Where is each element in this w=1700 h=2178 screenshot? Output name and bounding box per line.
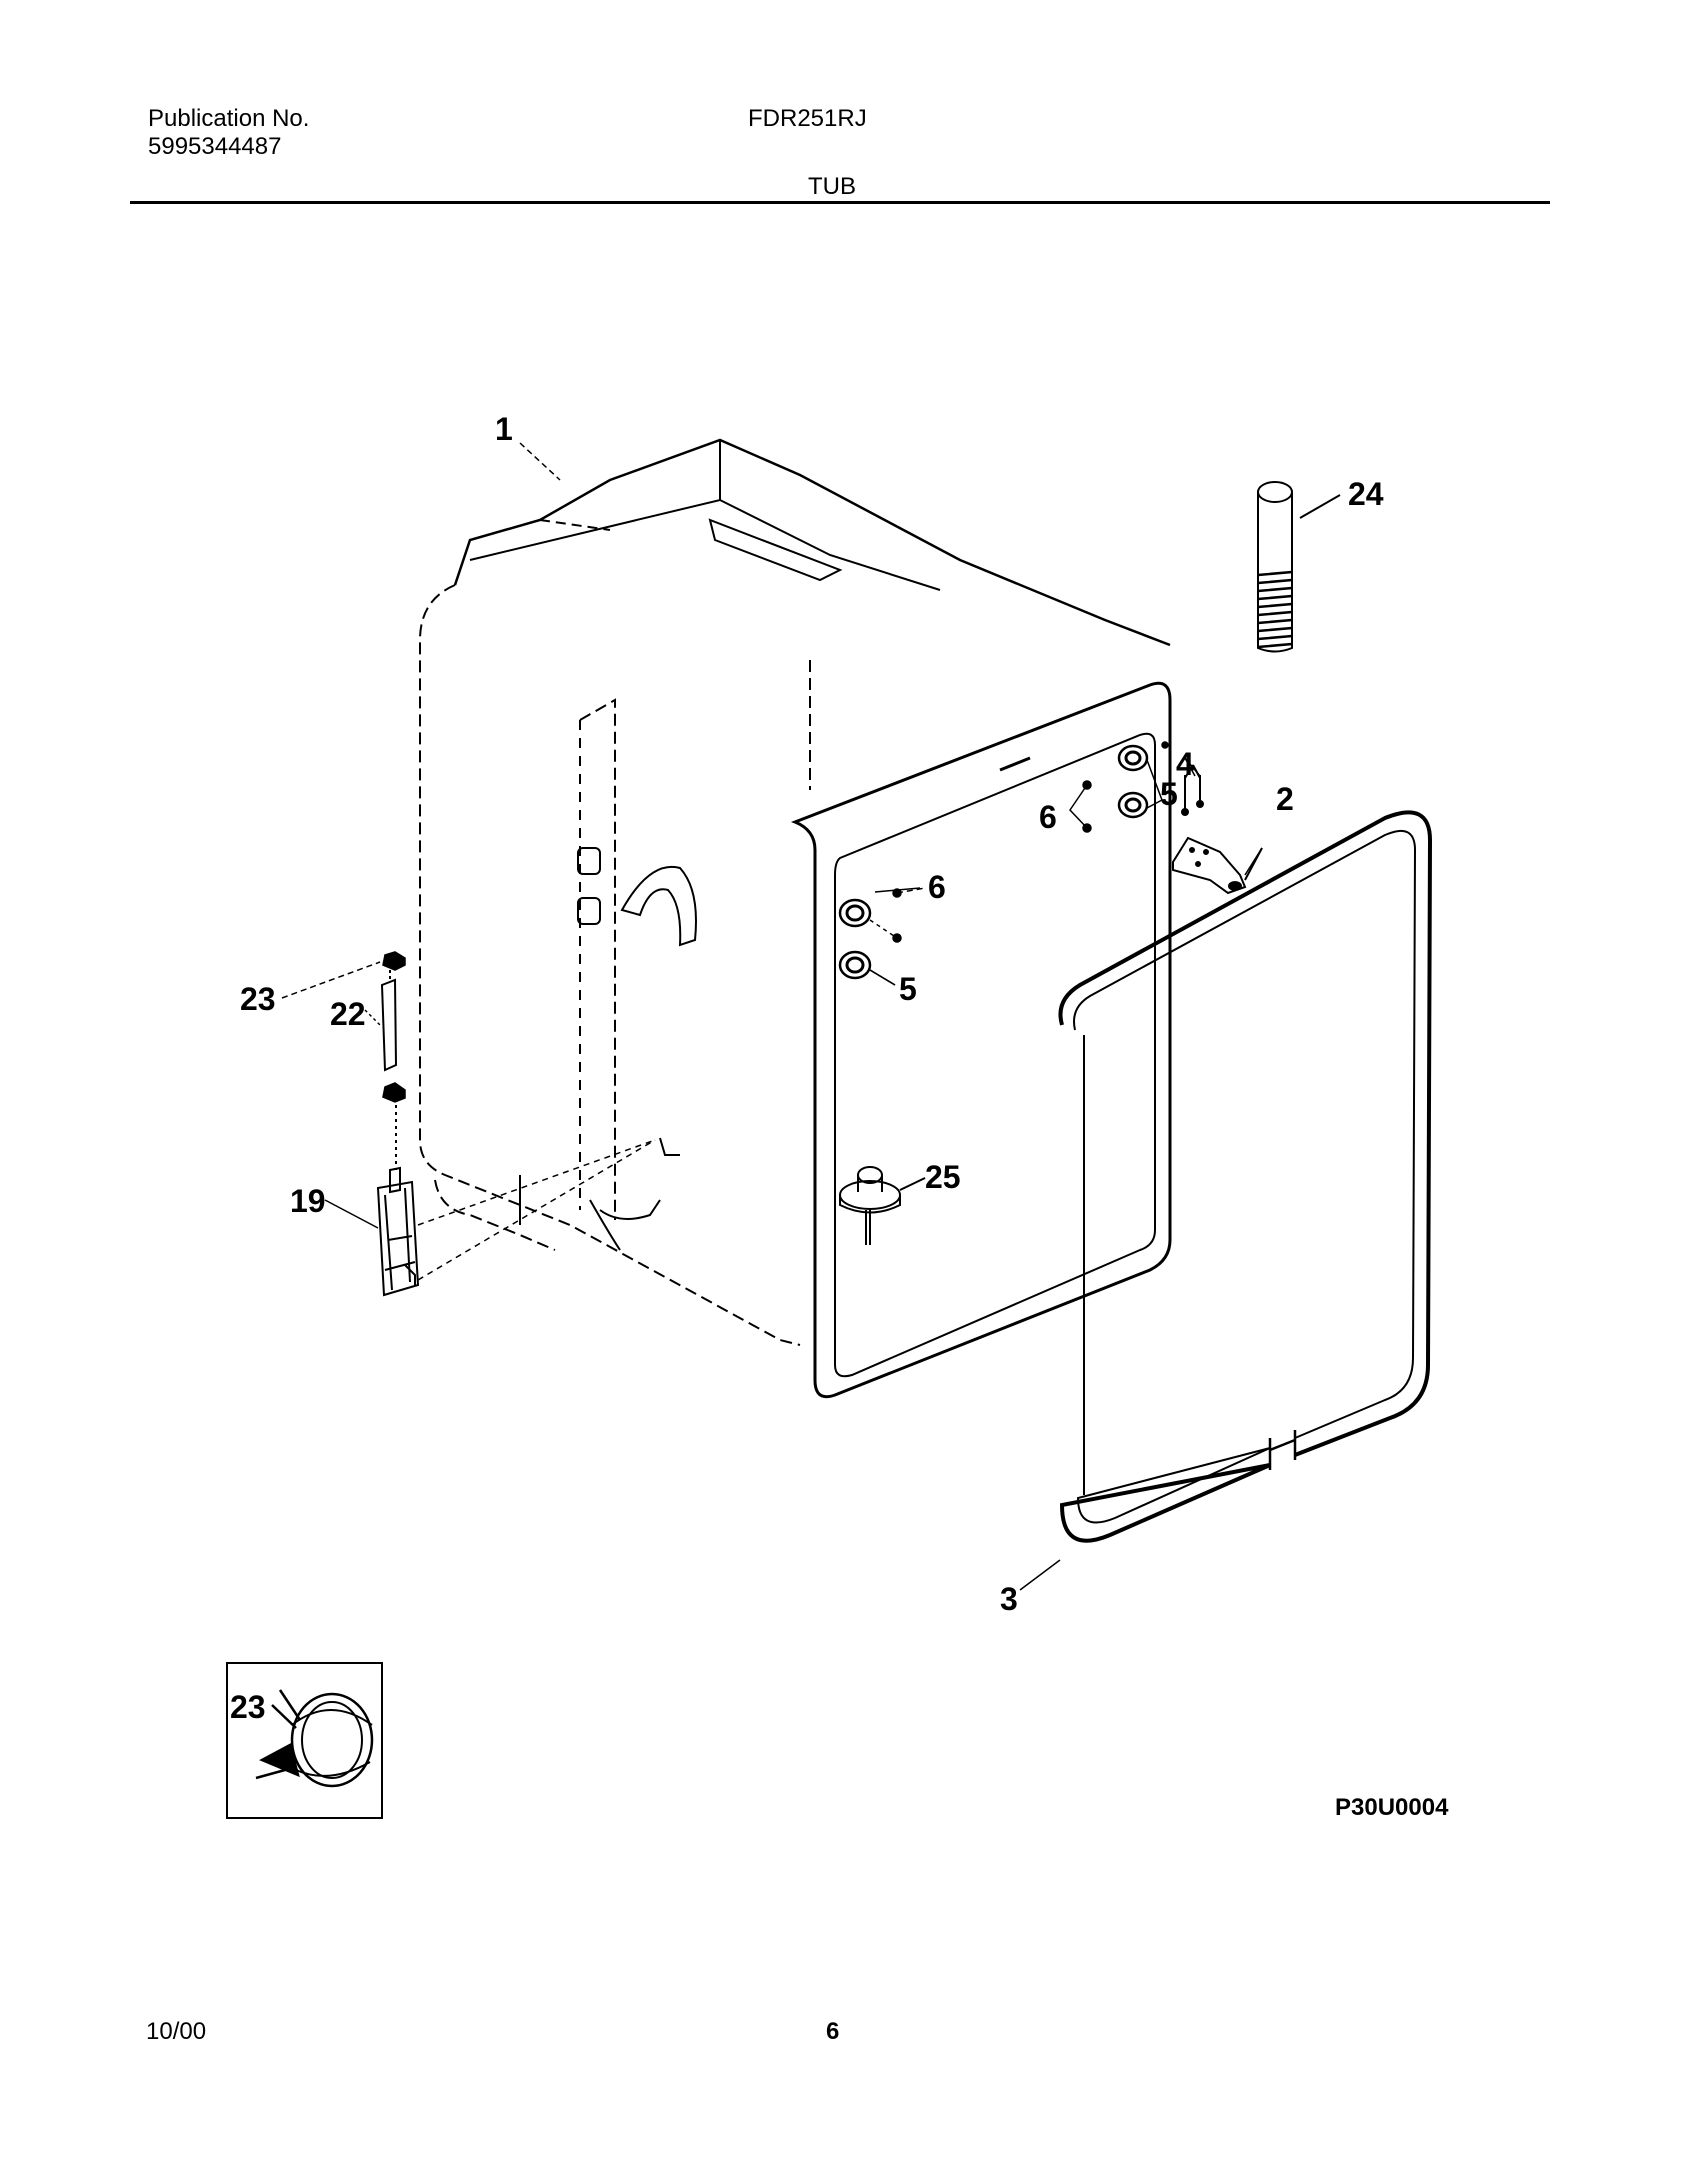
fill-hose	[380, 970, 398, 1072]
callout-5-upper: 5	[1160, 776, 1178, 812]
grommet-upper-2	[1117, 791, 1149, 819]
mounting-bracket	[1172, 836, 1263, 895]
callout-6-upper: 6	[1039, 799, 1057, 835]
door-gasket	[1058, 810, 1433, 1543]
header-rule	[130, 201, 1550, 204]
publication-number: 5995344487	[148, 133, 282, 160]
detail-inset-clamp: 23	[226, 1662, 383, 1819]
callout-5-lower: 5	[899, 971, 917, 1007]
callout-3: 3	[1000, 1581, 1018, 1617]
footer-date: 10/00	[146, 2018, 207, 2045]
callout-25: 25	[925, 1159, 961, 1195]
callout-2: 2	[1276, 781, 1294, 817]
grommet-lower-1	[838, 898, 872, 928]
hose-clamp-lower	[382, 1082, 406, 1103]
callout-4: 4	[1176, 746, 1194, 782]
callout-19: 19	[290, 1183, 326, 1219]
grommet-upper-1	[1117, 744, 1149, 772]
callout-6-lower: 6	[928, 869, 946, 905]
callout-22: 22	[330, 996, 366, 1032]
callout-23-detail: 23	[230, 1689, 266, 1725]
tub-body	[419, 438, 1171, 1346]
inlet-valve	[376, 1105, 420, 1297]
section-title: TUB	[808, 173, 856, 200]
grommet-lower-2	[838, 950, 872, 980]
callout-1: 1	[495, 411, 513, 447]
leader-lines	[281, 442, 1263, 1591]
model-number: FDR251RJ	[748, 105, 867, 132]
float-assembly	[839, 1166, 926, 1245]
hose-clamp-detail-icon	[255, 1689, 374, 1788]
leveling-leg	[1257, 481, 1341, 653]
callout-23: 23	[240, 981, 276, 1017]
callout-24: 24	[1348, 476, 1384, 512]
tub-front-flange	[790, 681, 1172, 1399]
figure-code: P30U0004	[1335, 1794, 1449, 1821]
hose-leader-lines	[417, 1139, 656, 1281]
publication-label: Publication No.	[148, 105, 310, 132]
hose-clamp-upper	[382, 951, 406, 971]
page-number: 6	[826, 2018, 840, 2045]
screw-upper	[1069, 741, 1169, 833]
